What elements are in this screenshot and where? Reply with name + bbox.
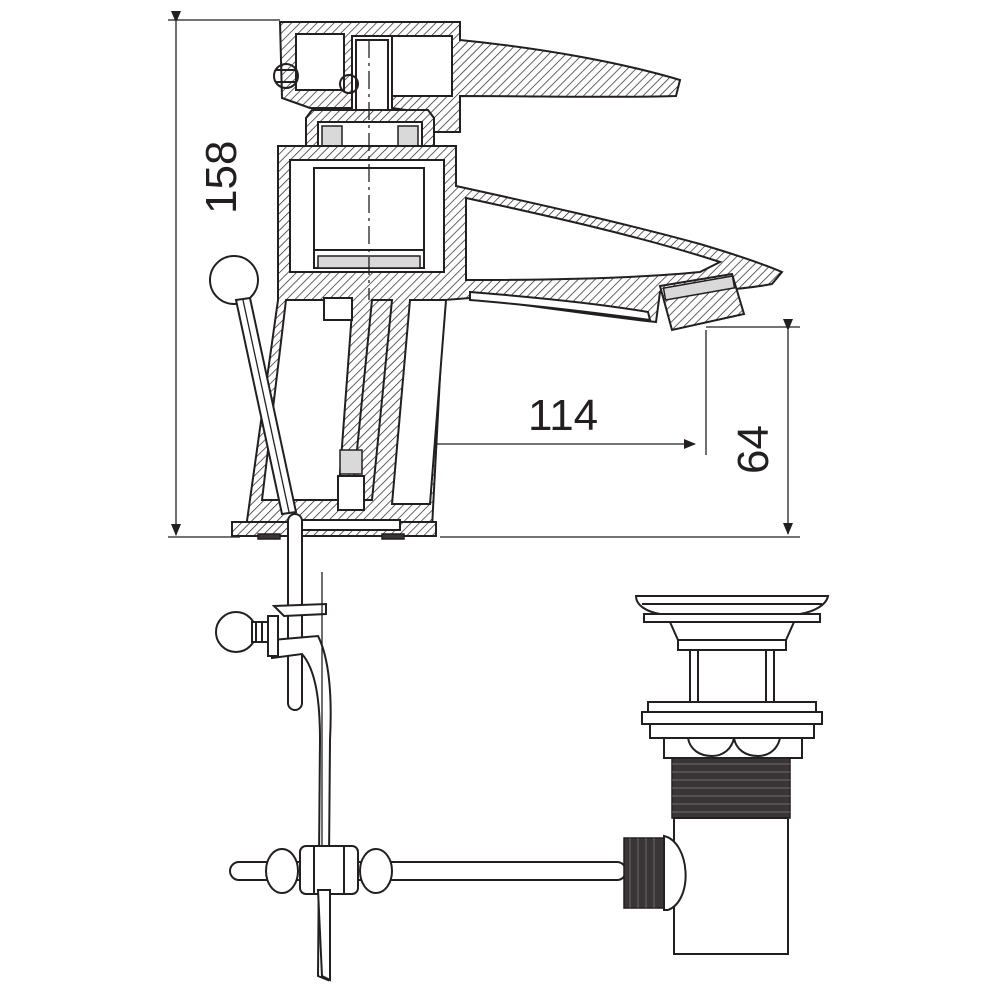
dimension-64: 64 (440, 319, 800, 538)
drain-waste (623, 595, 830, 955)
popup-knob (209, 255, 259, 305)
dimension-label-114: 114 (528, 391, 598, 440)
dimension-158: 158 (168, 11, 280, 538)
dimension-label-64: 64 (729, 425, 778, 474)
pivot-nut (623, 837, 665, 909)
clamp-knob (215, 611, 257, 653)
drain-flange (647, 701, 817, 713)
faucet-section (209, 21, 784, 540)
rod-clip (299, 845, 359, 895)
tail-pipe (673, 817, 789, 955)
lift-rod-assembly (215, 513, 627, 982)
dimension-label-158: 158 (197, 141, 246, 214)
